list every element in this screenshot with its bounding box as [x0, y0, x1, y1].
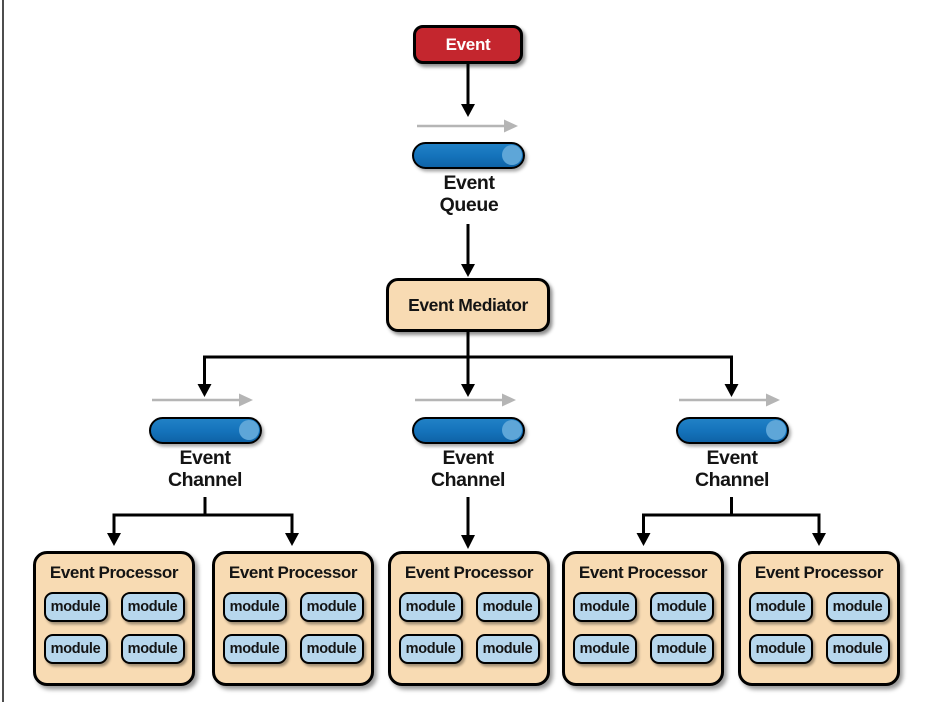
- module-box: module: [572, 592, 637, 622]
- module-box: module: [299, 634, 364, 664]
- event-channel-1-label: Event Channel: [167, 447, 243, 491]
- module-box: module: [43, 634, 108, 664]
- event-processor-4-title: Event Processor: [578, 563, 708, 582]
- event-channel-1-cylinder: [149, 417, 262, 444]
- module-box: module: [299, 592, 364, 622]
- module-box: module: [475, 634, 540, 664]
- event-processor-3-modules: module module module module: [398, 592, 540, 664]
- module-box: module: [649, 592, 714, 622]
- event-mediator-label: Event Mediator: [408, 294, 528, 315]
- channel-1-direction-arrow: [152, 393, 253, 407]
- event-channel-3-cylinder: [676, 417, 789, 444]
- event-processor-1: Event Processor module module module mod…: [33, 551, 195, 686]
- module-box: module: [825, 634, 890, 664]
- module-box: module: [572, 634, 637, 664]
- module-box: module: [649, 634, 714, 664]
- event-to-queue-arrow: [461, 63, 475, 117]
- module-box: module: [748, 634, 813, 664]
- event-processor-2-modules: module module module module: [222, 592, 364, 664]
- channel-2-direction-arrow: [415, 393, 516, 407]
- event-channel-2-cylinder: [412, 417, 525, 444]
- channel-3-branch-connector: [636, 497, 826, 546]
- event-queue-cylinder: [412, 142, 525, 169]
- module-box: module: [748, 592, 813, 622]
- event-processor-3: Event Processor module module module mod…: [388, 551, 550, 686]
- mediator-branch-connector: [197, 331, 739, 397]
- event-processor-5: Event Processor module module module mod…: [738, 551, 900, 686]
- event-processor-3-title: Event Processor: [404, 563, 534, 582]
- event-channel-3-label: Event Channel: [694, 447, 770, 491]
- event-processor-4: Event Processor module module module mod…: [562, 551, 724, 686]
- event-mediator-node: Event Mediator: [386, 278, 550, 332]
- page-left-border: [2, 0, 4, 702]
- event-processor-5-title: Event Processor: [754, 563, 884, 582]
- event-processor-2: Event Processor module module module mod…: [212, 551, 374, 686]
- event-processor-4-modules: module module module module: [572, 592, 714, 664]
- queue-direction-arrow: [417, 119, 518, 133]
- module-box: module: [120, 592, 185, 622]
- event-node: Event: [413, 25, 523, 64]
- event-processor-1-title: Event Processor: [49, 563, 179, 582]
- module-box: module: [398, 592, 463, 622]
- event-processor-1-modules: module module module module: [43, 592, 185, 664]
- module-box: module: [398, 634, 463, 664]
- channel-3-direction-arrow: [679, 393, 780, 407]
- module-box: module: [222, 592, 287, 622]
- event-queue-label: Event Queue: [439, 172, 499, 216]
- event-processor-2-title: Event Processor: [228, 563, 358, 582]
- event-processor-5-modules: module module module module: [748, 592, 890, 664]
- event-channel-2-label: Event Channel: [430, 447, 506, 491]
- module-box: module: [825, 592, 890, 622]
- module-box: module: [222, 634, 287, 664]
- channel-2-connector: [461, 497, 475, 549]
- channel-1-branch-connector: [107, 497, 299, 546]
- queue-to-mediator-arrow: [461, 224, 475, 277]
- module-box: module: [43, 592, 108, 622]
- event-label: Event: [445, 34, 491, 54]
- module-box: module: [120, 634, 185, 664]
- module-box: module: [475, 592, 540, 622]
